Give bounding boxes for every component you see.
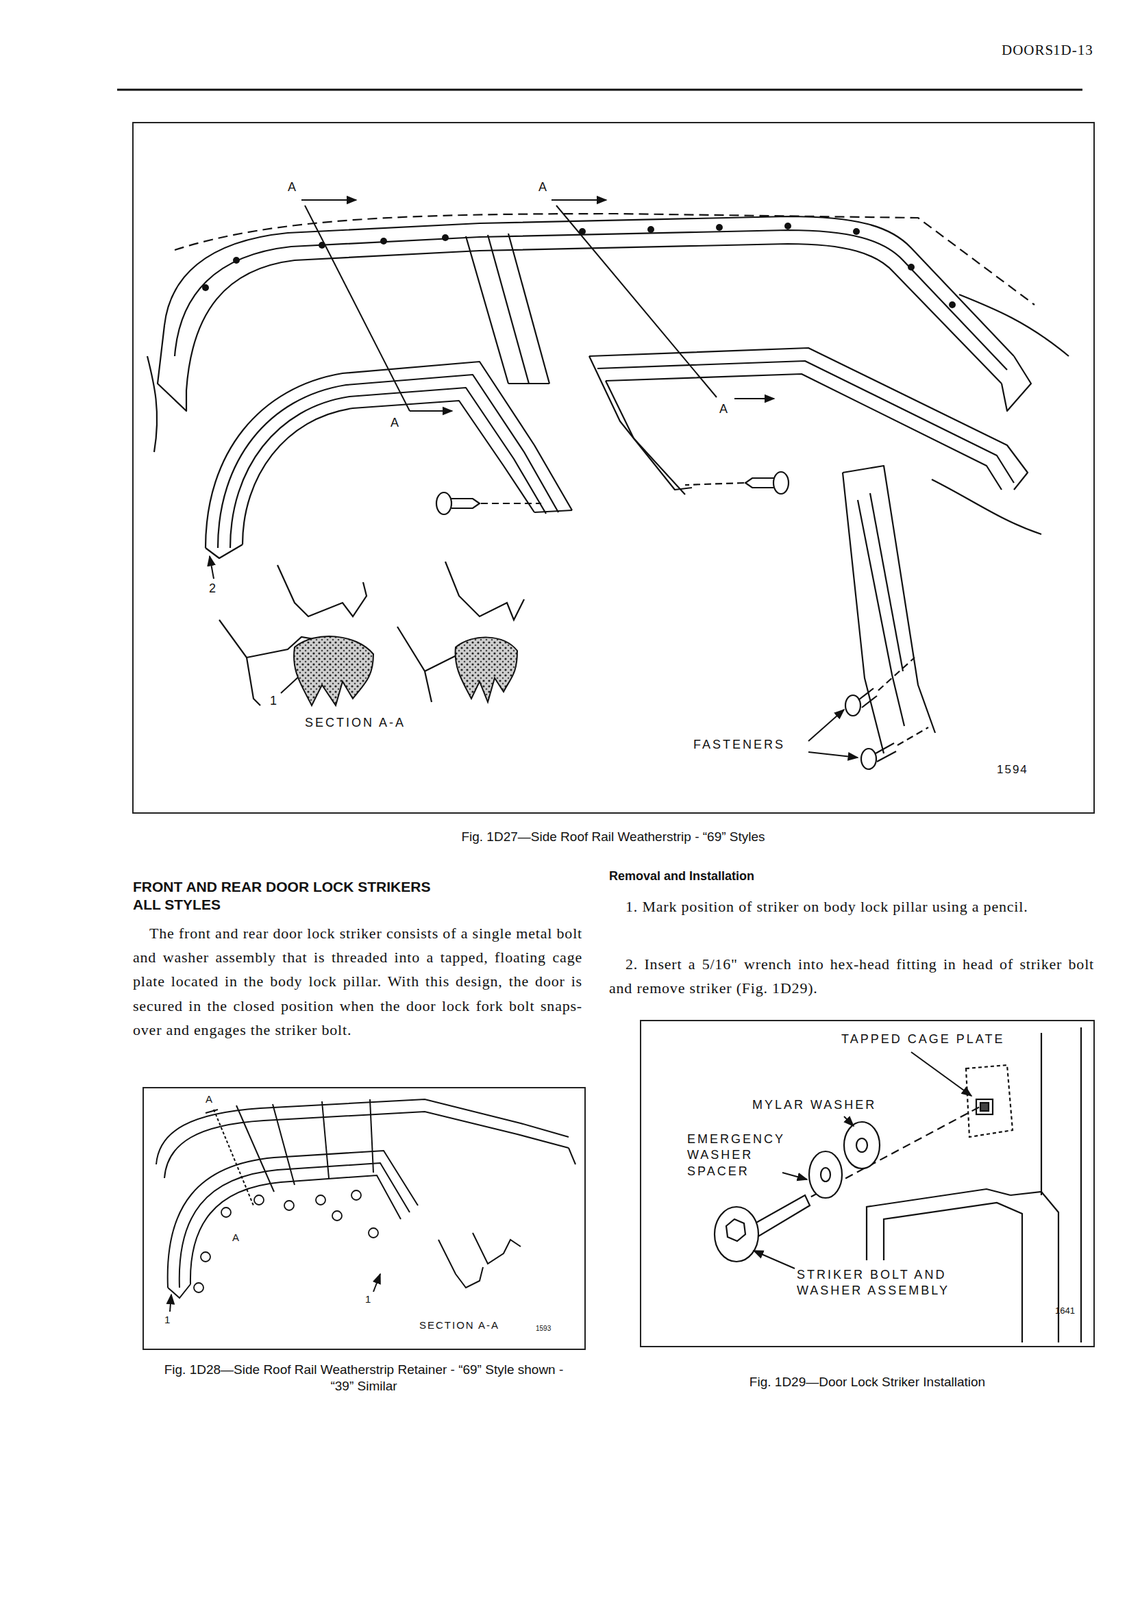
figure-caption: Fig. 1D29—Door Lock Striker Installation bbox=[640, 1374, 1095, 1391]
callout-number: 1 bbox=[164, 1314, 170, 1328]
procedure-step: 1. Mark position of striker on body lock… bbox=[609, 894, 1095, 919]
figure-frame bbox=[640, 1020, 1095, 1347]
retainer-drawing bbox=[156, 1099, 576, 1299]
part-label: MYLAR WASHER bbox=[752, 1097, 877, 1114]
leader-line bbox=[209, 556, 858, 758]
subheading: Removal and Installation bbox=[609, 868, 755, 885]
figure-number: 1641 bbox=[1055, 1305, 1075, 1317]
leader-line bbox=[753, 1052, 972, 1269]
section-letter: A bbox=[719, 401, 728, 418]
figure-number: 1593 bbox=[535, 1324, 551, 1334]
section-cut-line bbox=[301, 200, 775, 412]
body-paragraph: The front and rear door lock striker con… bbox=[132, 921, 583, 1043]
section-letter: A bbox=[232, 1231, 240, 1245]
running-head: DOORS bbox=[1001, 41, 1054, 59]
procedure-step: 2. Insert a 5/16" wrench into hex-head f… bbox=[609, 952, 1095, 1001]
section-letter: A bbox=[287, 179, 296, 196]
section-letter: A bbox=[538, 179, 547, 196]
rail-holes bbox=[202, 222, 956, 309]
section-profile bbox=[219, 561, 525, 706]
page-number: 1D-13 bbox=[1052, 41, 1094, 59]
callout-number: 2 bbox=[208, 580, 216, 597]
fastener-symbol bbox=[436, 472, 929, 770]
screw-symbol bbox=[193, 1190, 379, 1293]
figure-frame bbox=[143, 1087, 586, 1350]
callout-number: 1 bbox=[365, 1293, 371, 1307]
foam-seal bbox=[293, 636, 374, 706]
section-letter: A bbox=[390, 415, 399, 431]
part-label: TAPPED CAGE PLATE bbox=[841, 1031, 1005, 1048]
roof-rail-drawing bbox=[147, 213, 1069, 754]
figure-caption: Fig. 1D28—Side Roof Rail Weatherstrip Re… bbox=[161, 1361, 566, 1395]
part-label: FASTENERS bbox=[693, 737, 786, 753]
foam-seal bbox=[455, 637, 518, 703]
figure-number: 1594 bbox=[996, 762, 1029, 777]
section-letter: A bbox=[205, 1093, 213, 1107]
figure-frame bbox=[132, 122, 1095, 814]
section-title: SECTION A-A bbox=[419, 1319, 500, 1333]
figure-caption: Fig. 1D27—Side Roof Rail Weatherstrip - … bbox=[342, 828, 884, 846]
section-heading: FRONT AND REAR DOOR LOCK STRIKERS ALL ST… bbox=[132, 878, 455, 915]
striker-drawing bbox=[753, 1027, 1082, 1343]
header-rule bbox=[117, 89, 1083, 92]
section-profile bbox=[169, 1109, 521, 1312]
section-title: SECTION A-A bbox=[304, 715, 406, 731]
part-label: EMERGENCY WASHER SPACER bbox=[687, 1131, 790, 1180]
part-label: STRIKER BOLT AND WASHER ASSEMBLY bbox=[796, 1267, 962, 1300]
callout-number: 1 bbox=[269, 693, 277, 710]
